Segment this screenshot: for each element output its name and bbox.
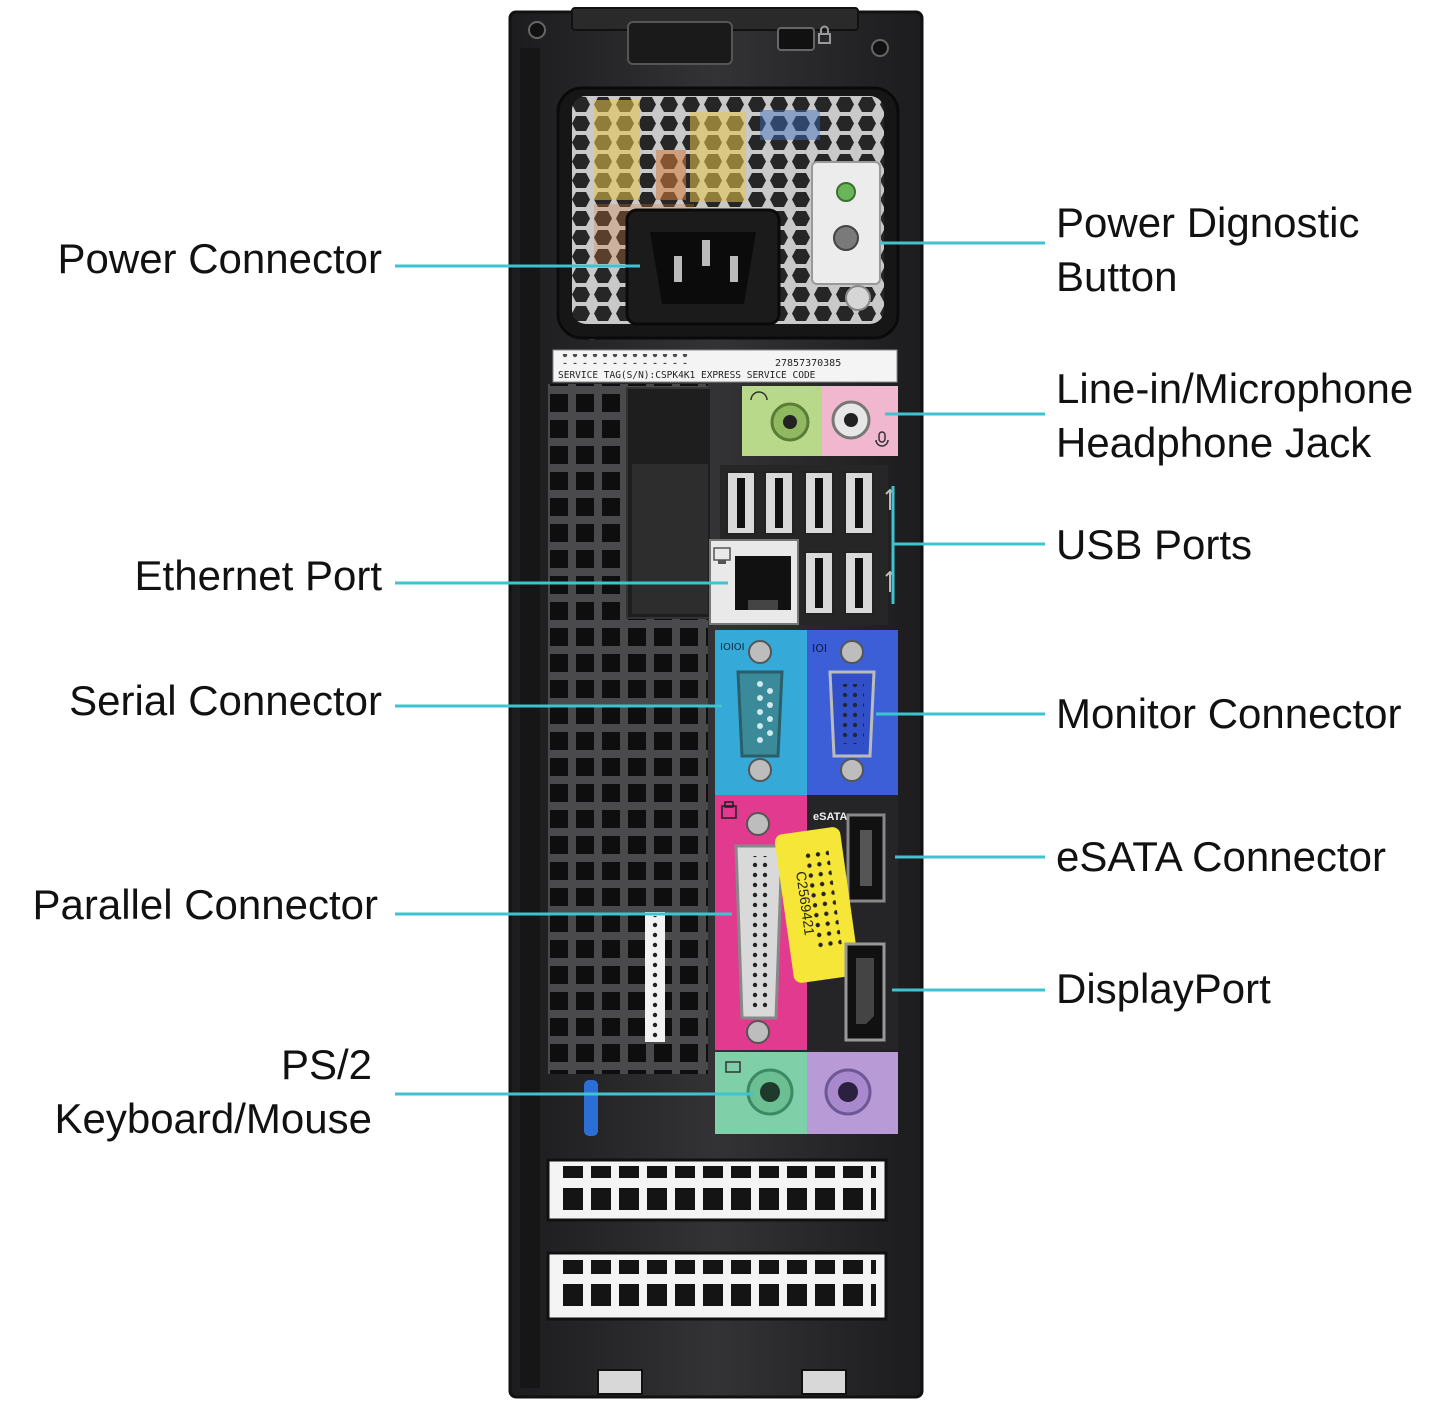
label-esata-connector: eSATA Connector [1056, 833, 1386, 880]
headphone-icon [750, 391, 768, 401]
service-tag-number: 27857370385 [775, 358, 841, 369]
label-usb-ports: USB Ports [1056, 521, 1253, 568]
printer-icon [721, 801, 737, 819]
leader-lines [395, 241, 1045, 1096]
serial-connector[interactable]: IOIOI [715, 630, 807, 795]
label-audio: Line-in/Microphone Headphone Jack [1056, 362, 1413, 470]
label-audio-line1: Line-in/Microphone [1056, 365, 1414, 412]
label-ps2-line2: Keyboard/Mouse [54, 1095, 372, 1142]
expansion-slot-2 [546, 1251, 888, 1321]
label-ps2: PS/2 Keyboard/Mouse [20, 1038, 372, 1146]
label-power-diagnostic: Power Dignostic Button [1056, 196, 1359, 304]
label-power-connector: Power Connector [57, 235, 383, 282]
label-power-diagnostic-line2: Button [1056, 253, 1178, 300]
blue-latch [584, 1080, 598, 1136]
serial-marking: IOIOI [720, 642, 745, 653]
label-monitor-connector: Monitor Connector [1056, 690, 1402, 737]
label-ps2-line1: PS/2 [280, 1041, 372, 1088]
monitor-marking: IOI [812, 642, 827, 655]
ethernet-icon [713, 547, 731, 564]
label-audio-line2: Headphone Jack [1056, 419, 1372, 466]
esata-marking: eSATA [813, 811, 847, 823]
power-diagnostic-button[interactable] [811, 161, 881, 311]
audio-panel [742, 386, 898, 456]
microphone-icon [875, 431, 889, 447]
ps2-mouse-port[interactable] [807, 1052, 898, 1134]
label-power-diagnostic-line1: Power Dignostic [1056, 199, 1360, 246]
keyboard-icon [725, 1061, 741, 1073]
power-connector[interactable] [625, 208, 781, 326]
label-parallel-connector: Parallel Connector [32, 881, 378, 928]
service-tag-caption: SERVICE TAG(S/N):CSPK4K1 EXPRESS SERVICE… [558, 370, 816, 381]
service-tag-label: 27857370385 SERVICE TAG(S/N):CSPK4K1 EXP… [552, 349, 898, 383]
vent-grille [548, 384, 712, 1074]
expansion-slot-1 [546, 1158, 888, 1222]
label-ethernet-port: Ethernet Port [134, 552, 382, 599]
barcode-sticker: C2569421 [774, 827, 860, 983]
lock-icon [818, 25, 831, 44]
displayport[interactable] [844, 942, 886, 1042]
label-serial-connector: Serial Connector [69, 677, 382, 724]
label-displayport: DisplayPort [1056, 965, 1271, 1012]
